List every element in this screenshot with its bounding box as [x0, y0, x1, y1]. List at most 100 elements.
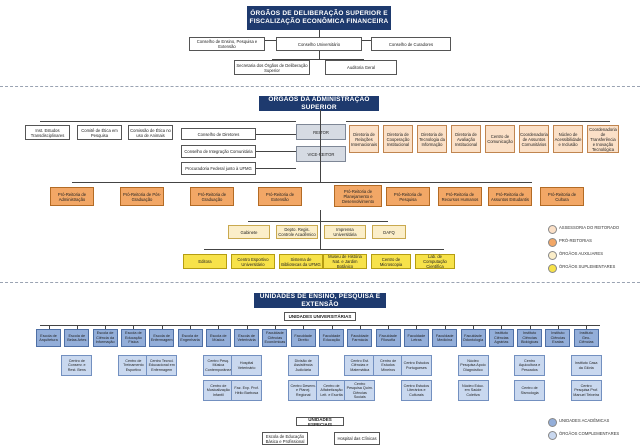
academic-unit-box: Escola de Veterinária — [234, 329, 260, 347]
supplementary-box: Lab. de Computação Científica — [415, 254, 455, 269]
legend-label: PRÓ-REITORIAS — [559, 238, 592, 243]
legend-label: ÓRGÃOS SUPLEMENTARES — [559, 264, 616, 269]
legend-label: ASSESSORIA DO REITORADO — [559, 225, 620, 230]
complementary-unit-box: Centro de Sismologia — [514, 380, 546, 401]
complementary-unit-box: Centro de Musicalização Infantil — [202, 380, 234, 401]
connector — [586, 325, 587, 329]
advisory-box: Diretoria de Avaliação Institucional — [451, 125, 481, 153]
academic-unit-box: Instituto Ciências Exatas — [545, 329, 571, 347]
connector — [319, 51, 320, 59]
special-unit-box: Escola de Educação Básica e Profissional — [262, 432, 308, 445]
connector — [48, 325, 50, 329]
supplementary-box: Sistema de Bibliotecas da UFMG — [279, 254, 323, 269]
pro-rector-box: Pró-Reitoria de Cultura — [540, 187, 584, 206]
academic-unit-box: Escola de Belas Artes — [64, 329, 90, 347]
connector — [272, 59, 364, 60]
complementary-unit-box: Centro Pesq. Música Contemporânea — [202, 355, 234, 376]
connector — [248, 221, 388, 222]
auxiliary-box: Gabinete — [228, 225, 270, 239]
complementary-unit-box: Centro Estudos Portugueses — [400, 355, 432, 376]
complementary-unit-box: Centro de Treinamento Esportivo — [117, 355, 149, 376]
council-directors-box: Conselho de Diretores — [181, 128, 256, 140]
advisory-box: Diretoria de Cooperação Institucional — [383, 125, 413, 153]
legend-swatch — [548, 418, 557, 427]
complementary-unit-box: Centro Pesquisa Quím. Ciências Sociais — [344, 380, 376, 401]
academic-unit-box: Faculdade Letras — [403, 329, 429, 347]
connector — [320, 210, 321, 250]
legend-swatch — [548, 238, 557, 247]
connector — [256, 151, 296, 152]
connector — [319, 30, 320, 40]
section-title-units: UNIDADES DE ENSINO, PESQUISA E EXTENSÃO — [254, 293, 386, 308]
auxiliary-box: Imprensa Universitária — [324, 225, 366, 239]
procuradoria-box: Procuradoria Federal junto à UFMG — [181, 162, 256, 175]
connector — [416, 325, 418, 329]
section-divider — [0, 86, 640, 87]
academic-unit-box: Instituto Ciências Agrárias — [488, 329, 514, 347]
vice-rector-box: VICE-REITOR — [296, 146, 346, 162]
pro-rector-box: Pró-Reitoria de Pesquisa — [386, 187, 430, 206]
auxiliary-box: Depto. Regis. Controle Acadêmico — [276, 225, 318, 239]
supplementary-box: Museu de História Nat. e Jardim Botânico — [323, 254, 367, 269]
section-divider — [0, 282, 640, 283]
pro-rector-box: Pró-Reitoria de Planejamento e Desenvolv… — [334, 185, 382, 207]
pro-rector-box: Pró-Reitoria de Extensão — [258, 187, 302, 206]
connector — [473, 325, 474, 329]
connector — [105, 325, 106, 329]
academic-unit-box: Faculdade Ciências Econômicas — [262, 329, 288, 347]
section-title-deliberation: ÓRGÃOS DE DELIBERAÇÃO SUPERIOR E FISCALI… — [247, 6, 391, 30]
pro-rector-box: Pró-Reitoria de Assuntos Estudantis — [488, 187, 532, 206]
council-teaching-box: Conselho de Ensino, Pesquisa e Extensão — [189, 37, 265, 51]
legend-swatch — [548, 431, 557, 440]
connector — [76, 325, 78, 329]
council-university-box: Conselho Universitário — [276, 37, 362, 51]
pro-rector-box: Pró-Reitoria de Administração — [50, 187, 94, 206]
academic-unit-box: Faculdade Direito — [290, 329, 316, 347]
legend-swatch — [548, 251, 557, 260]
connector — [529, 325, 531, 329]
complementary-unit-box: Faz. Exp. Prof. Hélio Barbosa — [231, 380, 263, 401]
connector — [320, 110, 321, 182]
advisory-box: Centro de Comunicação — [485, 125, 515, 153]
complementary-unit-box: Centro Desenv. e Planej. Regional — [287, 380, 319, 401]
supplementary-box: Editora — [183, 254, 227, 269]
complementary-unit-box: Centro de Estudos Mineiros — [372, 355, 404, 376]
complementary-unit-box: Centro Aquicultura e Pescados — [514, 355, 546, 376]
academic-unit-box: Faculdade Educação — [319, 329, 344, 347]
academic-unit-box: Escola de Enfermagem — [149, 329, 175, 347]
supplementary-box: Centro Esportivo Universitário — [231, 254, 275, 269]
council-curators-box: Conselho de Curadores — [371, 37, 451, 51]
complementary-unit-box: Divisão de Assistência Judiciária — [287, 355, 319, 376]
academic-unit-box: Escola de Arquitetura — [36, 329, 61, 347]
complementary-unit-box: Hospital Veterinário — [231, 355, 263, 376]
pro-rector-box: Pró-Reitoria de Graduação — [190, 187, 234, 206]
complementary-unit-box: Instituto Casa da Glória — [570, 355, 602, 376]
complementary-unit-box: Centro de Conserv. e Rest. Bens — [61, 355, 93, 376]
connector — [274, 325, 276, 329]
animal-ethics-box: Comissão de Ética no uso de Animais — [128, 125, 173, 140]
advisory-box: Coordenadoria de Assuntos Comunitários — [519, 125, 549, 153]
connector — [246, 325, 248, 329]
subtitle-university-units: UNIDADES UNIVERSITÁRIAS — [284, 312, 356, 321]
connector — [190, 325, 191, 329]
secretariat-box: Secretaria dos Órgãos de Deliberação Sup… — [234, 60, 310, 75]
complementary-unit-box: Núcleo Pesquisa Apoio Diagnóstico — [457, 355, 489, 376]
council-integration-box: Conselho de Integração Comunitária — [181, 145, 256, 158]
rector-box: REITOR — [296, 124, 346, 140]
connector — [303, 325, 304, 329]
legend-label: ÓRGÃOS COMPLEMENTARES — [559, 431, 620, 436]
connector — [557, 325, 559, 329]
institute-transdisciplinary-box: Inst. Estudos Transdisciplinares — [25, 125, 70, 140]
complementary-unit-box: Centro de Alfabetização Leit. e Escrita — [316, 380, 347, 401]
connector — [444, 325, 446, 329]
academic-unit-box: Faculdade Farmácia — [347, 329, 373, 347]
connector — [40, 121, 296, 122]
advisory-box: Coordenadoria de Transferência e Inovaçã… — [587, 125, 619, 153]
connector — [256, 168, 296, 169]
section-title-administration: ÓRGÃOS DA ADMINISTRAÇÃO SUPERIOR — [259, 96, 379, 111]
academic-unit-box: Faculdade Medicina — [432, 329, 458, 347]
subtitle-special-units: UNIDADES ESPECIAIS — [296, 417, 344, 427]
complementary-unit-box: Centro Tecnol. Educacional em Enfermagem — [146, 355, 178, 376]
legend-swatch — [548, 225, 557, 234]
